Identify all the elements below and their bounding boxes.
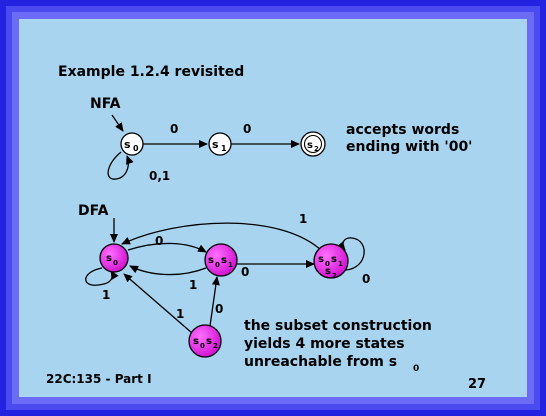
dfa-state-s0s1s2: s 0 s 1 s 2 <box>313 243 349 280</box>
dfa-note-line3-sub: 0 <box>413 364 419 374</box>
dfa-edge-s0s2-s0s1-label: 0 <box>215 302 223 316</box>
dfa-edge-s0-s0s1-label: 0 <box>155 234 163 248</box>
nfa-state-s0-sub: 0 <box>133 144 139 153</box>
dfa-edge-s0s1-s0s1s2-label: 0 <box>241 265 249 279</box>
svg-text:s: s <box>221 255 227 266</box>
svg-text:0: 0 <box>215 261 220 269</box>
svg-text:1: 1 <box>228 261 233 269</box>
dfa-loop-s0s1s2-label: 0 <box>362 272 370 286</box>
nfa-note-line2: ending with '00' <box>346 139 472 155</box>
dfa-state-s0s2: s 0 s 2 <box>188 324 222 358</box>
svg-text:0: 0 <box>200 342 205 350</box>
svg-text:s: s <box>318 254 324 265</box>
nfa-state-s1-sub: 1 <box>221 144 227 153</box>
dfa-edge-s0s2-s0-label: 1 <box>176 307 184 321</box>
nfa-loop-label: 0,1 <box>149 169 170 183</box>
svg-text:s: s <box>193 336 199 347</box>
dfa-loop-s0-label: 1 <box>102 288 110 302</box>
dfa-label: DFA <box>78 203 109 219</box>
nfa-start-arrow <box>111 114 124 132</box>
nfa-state-s2-inner <box>303 134 323 154</box>
slide-title: Example 1.2.4 revisited <box>58 64 244 80</box>
dfa-note-line3: unreachable from s <box>244 354 397 370</box>
nfa-state-s0-label: s <box>124 138 131 151</box>
footer-course: 22C:135 - Part I <box>46 372 152 386</box>
svg-text:0: 0 <box>325 260 330 268</box>
nfa-state-s2-label: s <box>307 140 313 151</box>
nfa-edge-s1-s2-label: 0 <box>243 122 251 136</box>
dfa-edge-s0-s0s1 <box>127 242 207 253</box>
dfa-edge-s0s1-s0 <box>129 265 207 276</box>
dfa-edge-top-arc-label: 1 <box>299 212 307 226</box>
svg-text:s: s <box>106 253 112 264</box>
dfa-note-line1: the subset construction <box>244 318 432 334</box>
dfa-edge-s0s1-s0-label: 1 <box>189 278 197 292</box>
dfa-loop-s0s1s2 <box>336 237 365 271</box>
svg-text:s: s <box>208 255 214 266</box>
dfa-edge-s0s2-s0s1 <box>209 276 220 327</box>
svg-text:s: s <box>325 266 331 277</box>
nfa-state-s2-sub: 2 <box>314 145 319 153</box>
slide-area <box>19 19 527 397</box>
nfa-label: NFA <box>90 96 121 112</box>
nfa-loop-s0 <box>107 151 134 180</box>
dfa-state-s0s1: s 0 s 1 <box>204 243 238 277</box>
nfa-edge-s0-s1-label: 0 <box>170 122 178 136</box>
nfa-note-line1: accepts words <box>346 122 459 138</box>
dfa-loop-s0 <box>85 267 119 286</box>
dfa-edge-top-arc <box>121 222 323 252</box>
svg-text:2: 2 <box>213 342 218 350</box>
dfa-state-s0: s 0 <box>99 243 129 273</box>
footer-page-number: 27 <box>468 377 486 392</box>
dfa-note-line2: yields 4 more states <box>244 336 405 352</box>
svg-text:s: s <box>331 254 337 265</box>
dfa-edge-s0s2-s0 <box>123 273 193 334</box>
svg-text:s: s <box>206 336 212 347</box>
nfa-state-s1-label: s <box>212 138 219 151</box>
svg-text:1: 1 <box>338 260 343 268</box>
svg-text:0: 0 <box>113 259 118 267</box>
svg-text:2: 2 <box>332 272 337 280</box>
